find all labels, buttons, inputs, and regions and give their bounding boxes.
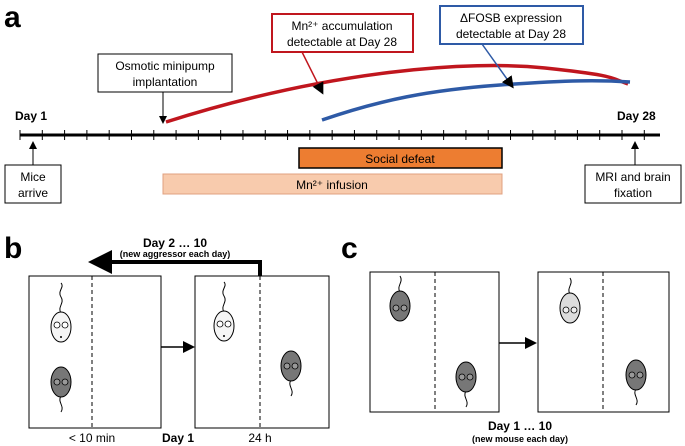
panel-c-cage-1-dark-mouse-top: [389, 275, 411, 322]
panel-b-header-line1: Day 2 … 10: [143, 236, 207, 250]
panel-b-header-line2: (new aggressor each day): [120, 249, 231, 259]
panel-c-footer-line1: Day 1 … 10: [488, 419, 552, 433]
panel-c-cage-1-dark-mouse-bottom: [455, 361, 477, 408]
panel-b-cage-2: [194, 275, 330, 429]
social-defeat-label: Social defeat: [365, 152, 435, 166]
panel-b-return-arrow: [88, 250, 262, 278]
fosb-callout-line1: ΔFOSB expression: [460, 11, 562, 25]
fosb-callout-box: [439, 5, 584, 45]
panel-b-under-left: < 10 min: [69, 431, 115, 445]
panel-b-cage-1-white-mouse: [50, 282, 72, 343]
pump-label-line1: Osmotic minipump: [115, 59, 215, 73]
mn-callout-box: [271, 13, 414, 53]
day1-label: Day 1: [15, 109, 47, 123]
pump-label-line2: implantation: [133, 75, 198, 89]
panel-b-cage-1-dark-mouse: [50, 366, 72, 413]
social-defeat-bar: [298, 147, 503, 169]
panel-c-cage-2-light-mouse: [559, 277, 581, 324]
mn-infusion-bar: [162, 173, 503, 195]
panel-c-letter: c: [341, 232, 358, 265]
day28-label: Day 28: [617, 109, 656, 123]
mn-callout-line1: Mn²⁺ accumulation: [291, 19, 392, 33]
mri-box: [584, 164, 682, 204]
mri-line1: MRI and brain: [595, 170, 670, 184]
mice-arrive-box: [4, 164, 62, 204]
panel-b-cage-2-dark-mouse: [280, 350, 302, 397]
panel-b-cage-2-white-mouse: [213, 281, 235, 342]
panel-b-letter: b: [4, 232, 22, 265]
panel-a-letter: a: [4, 1, 21, 34]
panel-b-under-right: 24 h: [248, 431, 271, 445]
panel-c-cage-2-dark-mouse: [625, 359, 647, 406]
panel-b-under-mid: Day 1: [162, 431, 194, 445]
fosb-callout-arrow: [481, 43, 514, 89]
mn-infusion-label: Mn²⁺ infusion: [296, 178, 368, 192]
timeline-axis: [19, 130, 660, 140]
mice-arrive-line2: arrive: [18, 186, 48, 200]
mice-arrive-line1: Mice: [20, 170, 46, 184]
mn-accumulation-curve: [165, 63, 629, 124]
panel-c-footer-line2: (new mouse each day): [472, 434, 568, 444]
mn-callout-arrow: [301, 51, 324, 95]
fosb-callout-line2: detectable at Day 28: [456, 27, 566, 41]
mri-line2: fixation: [614, 186, 652, 200]
mn-callout-line2: detectable at Day 28: [287, 35, 397, 49]
fosb-expression-curve: [321, 79, 631, 122]
panel-b-cage-1: [28, 275, 162, 429]
pump-label-box: [97, 53, 233, 93]
